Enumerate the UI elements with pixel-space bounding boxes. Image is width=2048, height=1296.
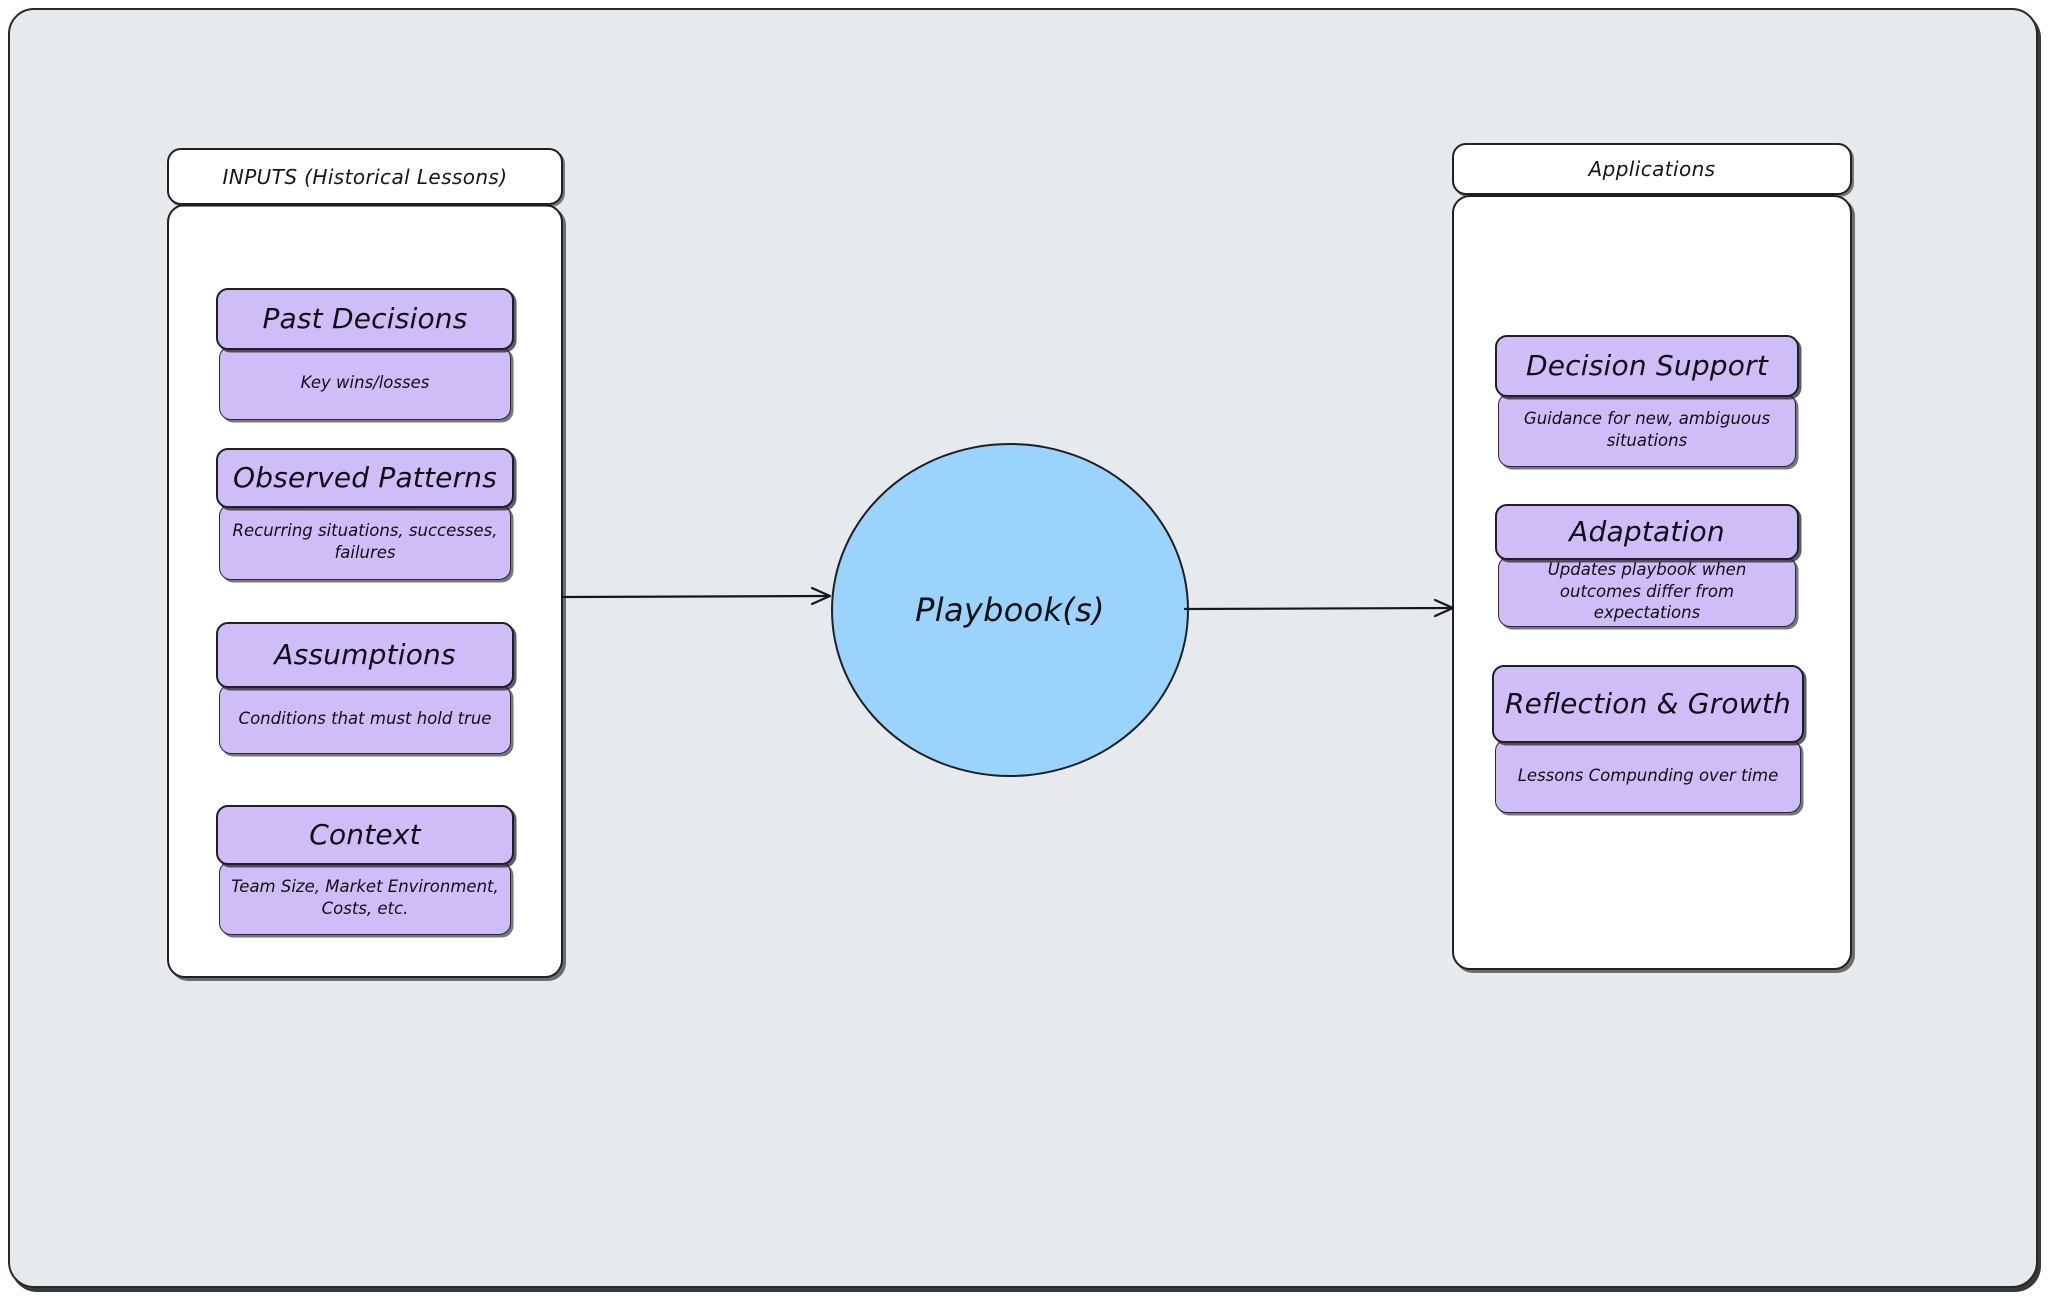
card-decision-support[interactable]: Decision Support Guidance for new, ambig…	[1495, 335, 1799, 467]
hub-playbooks-label: Playbook(s)	[915, 591, 1105, 629]
card-observed-patterns[interactable]: Observed Patterns Recurring situations, …	[216, 448, 514, 580]
card-context-body: Team Size, Market Environment, Costs, et…	[219, 861, 511, 935]
card-assumptions-body: Conditions that must hold true	[219, 684, 511, 754]
card-context[interactable]: Context Team Size, Market Environment, C…	[216, 805, 514, 935]
card-context-title: Context	[216, 805, 514, 865]
hub-playbooks[interactable]: Playbook(s)	[831, 443, 1189, 777]
column-header-inputs-label: INPUTS (Historical Lessons)	[222, 164, 508, 189]
arrow-hub-to-applications	[1183, 598, 1455, 618]
card-adaptation-body: Updates playbook when outcomes differ fr…	[1498, 556, 1796, 627]
card-observed-patterns-title: Observed Patterns	[216, 448, 514, 508]
card-assumptions-title: Assumptions	[216, 622, 514, 688]
column-header-inputs[interactable]: INPUTS (Historical Lessons)	[167, 148, 563, 205]
card-past-decisions[interactable]: Past Decisions Key wins/losses	[216, 288, 514, 420]
card-decision-support-body: Guidance for new, ambiguous situations	[1498, 393, 1796, 467]
column-header-applications-label: Applications	[1588, 157, 1716, 181]
arrow-inputs-to-hub	[560, 586, 832, 606]
card-past-decisions-body: Key wins/losses	[219, 346, 511, 420]
card-reflection-growth[interactable]: Reflection & Growth Lessons Compunding o…	[1492, 665, 1804, 813]
card-adaptation-title: Adaptation	[1495, 504, 1799, 560]
card-adaptation[interactable]: Adaptation Updates playbook when outcome…	[1495, 504, 1799, 627]
card-reflection-growth-title: Reflection & Growth	[1492, 665, 1804, 743]
card-observed-patterns-body: Recurring situations, successes, failure…	[219, 504, 511, 580]
column-header-applications[interactable]: Applications	[1452, 143, 1852, 195]
card-reflection-growth-body: Lessons Compunding over time	[1495, 739, 1801, 813]
card-decision-support-title: Decision Support	[1495, 335, 1799, 397]
card-assumptions[interactable]: Assumptions Conditions that must hold tr…	[216, 622, 514, 754]
card-past-decisions-title: Past Decisions	[216, 288, 514, 350]
